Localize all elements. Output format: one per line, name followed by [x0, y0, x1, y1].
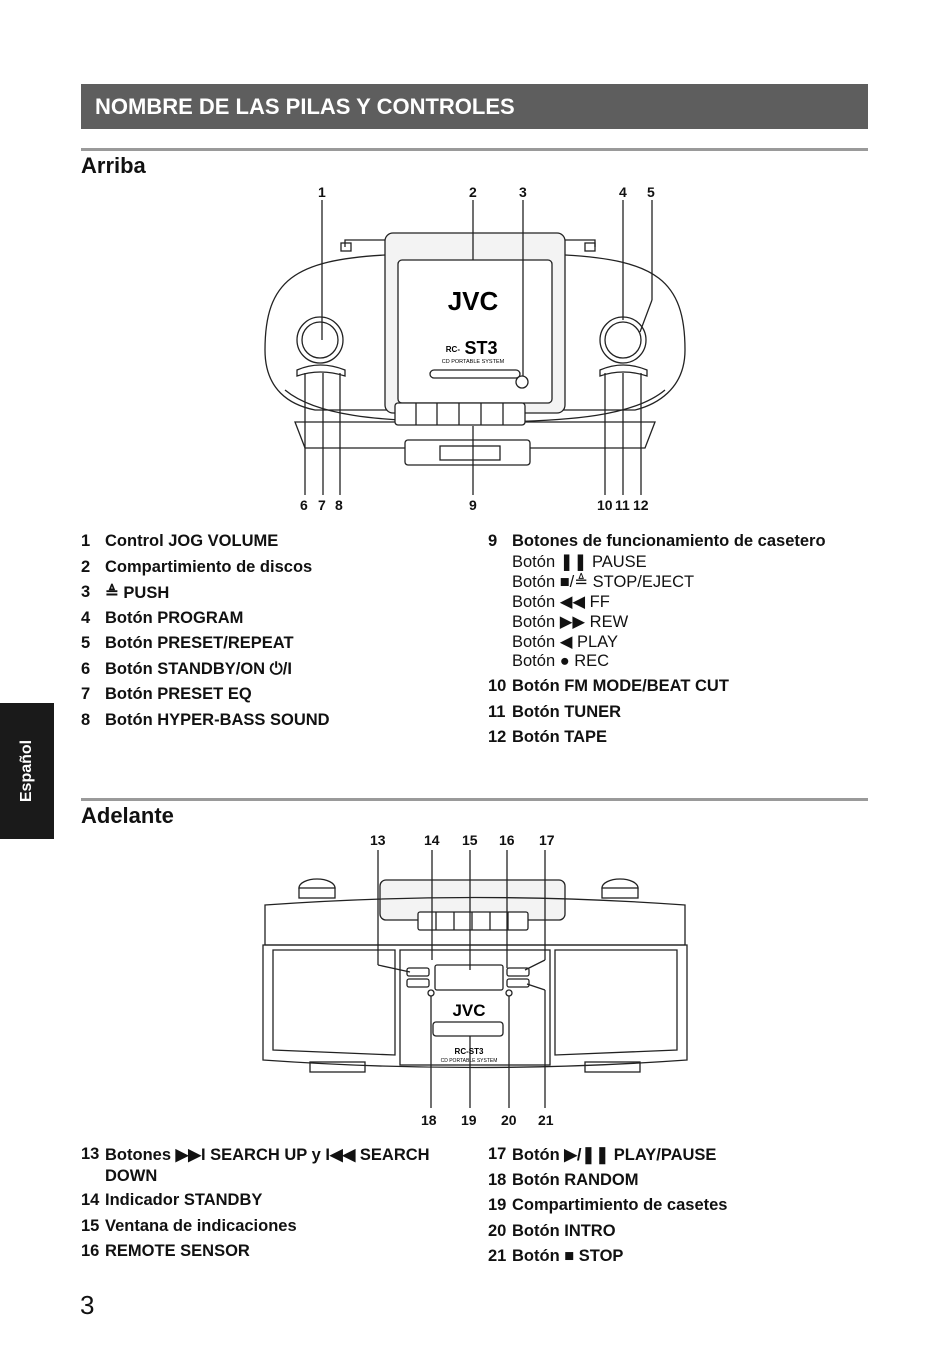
callout-8: 8: [335, 497, 343, 513]
callout-19: 19: [461, 1112, 477, 1128]
device-top-illustration: JVC RC- ST3 CD PORTABLE SYSTEM: [264, 200, 686, 495]
sub-item: Botón ◀ PLAY: [512, 633, 618, 651]
heading-front-view: Adelante: [81, 803, 174, 828]
device-front-brand: JVC: [452, 1001, 485, 1020]
callout-14: 14: [424, 832, 440, 848]
sub-item: Botón ▶▶ REW: [512, 613, 629, 631]
callout-17: 17: [539, 832, 555, 848]
language-side-tab: Español: [0, 703, 54, 839]
callout-5: 5: [647, 184, 655, 200]
callout-20: 20: [501, 1112, 517, 1128]
list-item: 3≜ PUSH: [81, 583, 170, 602]
sub-item: Botón ● REC: [512, 652, 610, 670]
section-title-banner: NOMBRE DE LAS PILAS Y CONTROLES: [81, 84, 868, 129]
callout-1: 1: [318, 184, 326, 200]
divider-front: [81, 798, 868, 801]
svg-text:RC-: RC-: [446, 345, 461, 354]
callout-9: 9: [469, 497, 477, 513]
sub-item: Botón ◀◀ FF: [512, 593, 610, 611]
callout-4: 4: [619, 184, 627, 200]
callout-12: 12: [633, 497, 649, 513]
callout-6: 6: [300, 497, 308, 513]
callout-3: 3: [519, 184, 527, 200]
callout-7: 7: [318, 497, 326, 513]
callout-15: 15: [462, 832, 478, 848]
heading-top-view: Arriba: [81, 153, 146, 178]
svg-text:CD PORTABLE SYSTEM: CD PORTABLE SYSTEM: [441, 1058, 498, 1064]
sub-item: Botón ■/≜ STOP/EJECT: [512, 573, 695, 591]
svg-text:RC-ST3: RC-ST3: [455, 1047, 484, 1056]
callout-10: 10: [597, 497, 613, 513]
callout-18: 18: [421, 1112, 437, 1128]
page-number: 3: [80, 1290, 95, 1320]
callout-21: 21: [538, 1112, 554, 1128]
callout-16: 16: [499, 832, 515, 848]
divider-top: [81, 148, 868, 151]
svg-text:CD PORTABLE SYSTEM: CD PORTABLE SYSTEM: [442, 359, 505, 365]
sub-item: Botón ❚❚ PAUSE: [512, 553, 647, 571]
device-front-illustration: JVC RC-ST3 CD PORTABLE SYSTEM: [262, 850, 688, 1108]
callout-11: 11: [615, 497, 630, 513]
callout-13: 13: [370, 832, 386, 848]
callout-2: 2: [469, 184, 477, 200]
svg-text:ST3: ST3: [464, 338, 497, 358]
device-brand: JVC: [448, 286, 499, 316]
